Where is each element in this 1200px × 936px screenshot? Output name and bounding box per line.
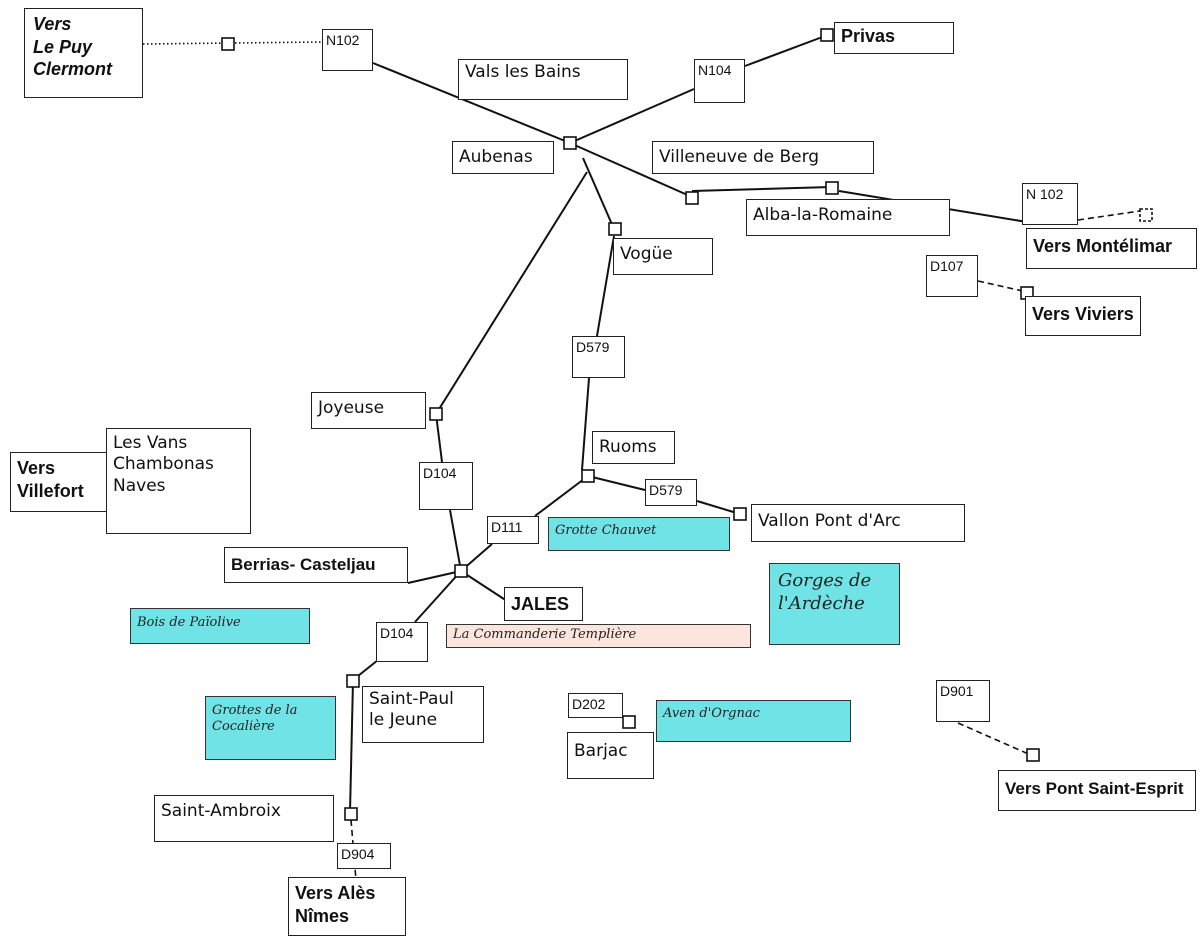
road-viviers-dashed <box>977 280 1028 293</box>
junction-node <box>608 222 622 236</box>
junction-node <box>825 181 839 195</box>
road-berrias-west <box>407 570 462 584</box>
road-aubenas-to-joyeuse <box>435 171 588 415</box>
junction-node <box>685 191 699 205</box>
town-alba-la-romaine: Alba-la-Romaine <box>746 199 950 236</box>
destination-ales: Vers Alès Nîmes <box>288 877 406 936</box>
road-ruoms-to-d579 <box>587 475 646 491</box>
junction-node <box>563 136 577 150</box>
road-aubenas-to-n104 <box>569 88 695 144</box>
road-berrias-to-d104 <box>414 570 462 623</box>
site-gorges-ardeche: Gorges de l'Ardèche <box>769 563 900 645</box>
road-label-n102: N102 <box>322 29 373 71</box>
road-n102-to-aubenas <box>372 62 571 144</box>
junction-node <box>429 407 443 421</box>
road-aubenas-to-villeneuve <box>569 142 693 198</box>
junction-node <box>1026 748 1040 762</box>
junction-node <box>454 564 468 578</box>
town-ruoms: Ruoms <box>592 431 675 464</box>
road-le-puy-dotted <box>142 41 323 45</box>
road-label-d579: D579 <box>572 336 625 378</box>
junction-node <box>820 28 834 42</box>
road-label-n104: N104 <box>694 59 745 103</box>
road-ruoms-to-d111 <box>534 475 589 517</box>
site-grottes-cocaliere: Grottes de la Cocalière <box>205 696 336 760</box>
town-les-vans: Les Vans Chambonas Naves <box>106 428 251 534</box>
road-label-d107: D107 <box>926 255 978 297</box>
destination-villefort: Vers Villefort <box>10 452 109 512</box>
site-grotte-chauvet: Grotte Chauvet <box>548 517 730 551</box>
road-saint-paul-to-saint-ambroix <box>349 680 354 813</box>
junction-node <box>344 807 358 821</box>
road-berrias-to-jales <box>460 570 508 602</box>
road-aubenas-to-vogue <box>582 157 615 230</box>
town-berrias-casteljau: Berrias- Casteljau <box>224 547 408 583</box>
junction-node <box>622 715 636 729</box>
road-label-d104: D104 <box>419 462 473 510</box>
road-label-d579-east: D579 <box>645 479 697 506</box>
road-pont-saint-esprit-dashed <box>957 722 1034 757</box>
town-joyeuse: Joyeuse <box>311 392 426 429</box>
site-bois-de-paiolive: Bois de Païolive <box>130 608 310 644</box>
town-saint-ambroix: Saint-Ambroix <box>154 795 334 842</box>
town-vallon-pont-darc: Vallon Pont d'Arc <box>751 504 965 542</box>
destination-montelimar: Vers Montélimar <box>1026 228 1197 269</box>
road-label-n102-east: N 102 <box>1022 183 1078 225</box>
town-aubenas: Aubenas <box>452 141 554 174</box>
road-joyeuse-to-d104 <box>435 413 443 463</box>
town-villeneuve-de-berg: Villeneuve de Berg <box>652 141 874 174</box>
road-n104-to-privas <box>744 35 826 67</box>
junction-node <box>221 37 235 51</box>
road-label-d904: D904 <box>337 843 391 869</box>
site-commanderie-templiere: La Commanderie Templière <box>446 624 751 648</box>
junction-node <box>733 507 747 521</box>
road-d579-to-ruoms <box>581 377 590 471</box>
road-label-d104-south: D104 <box>376 622 428 662</box>
site-aven-dorgnac: Aven d'Orgnac <box>656 700 851 742</box>
destination-le-puy: Vers Le Puy Clermont <box>24 8 143 98</box>
junction-node <box>346 674 360 688</box>
destination-privas: Privas <box>834 22 954 54</box>
road-d579-to-vallon <box>696 500 741 515</box>
road-label-d202: D202 <box>568 693 623 718</box>
road-montelimar-dashed <box>1077 210 1151 221</box>
junction-node <box>1139 208 1153 222</box>
road-label-d901: D901 <box>936 680 990 722</box>
road-villeneuve-to-alba <box>691 186 832 192</box>
junction-node <box>581 469 595 483</box>
town-jales: JALES <box>504 587 583 621</box>
town-saint-paul-le-jeune: Saint-Paul le Jeune <box>362 686 484 743</box>
town-barjac: Barjac <box>567 732 654 779</box>
destination-pont-saint-esprit: Vers Pont Saint-Esprit <box>998 770 1196 811</box>
town-vogue: Vogüe <box>613 238 713 275</box>
town-vals-les-bains: Vals les Bains <box>458 59 628 100</box>
road-vogue-to-d579 <box>596 235 615 337</box>
road-label-d111: D111 <box>487 516 539 544</box>
road-d104-to-berrias <box>449 509 462 572</box>
destination-viviers: Vers Viviers <box>1025 296 1141 336</box>
